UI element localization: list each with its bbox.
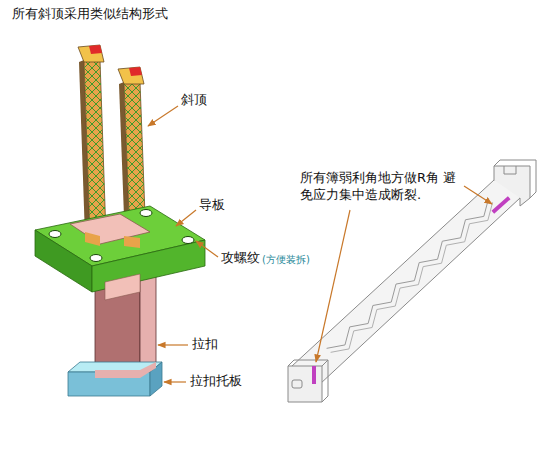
leader-line [316, 210, 350, 362]
pull-base-plate [68, 362, 162, 396]
leader-line [196, 241, 218, 257]
leaders [148, 106, 492, 382]
fillet-mark [491, 196, 510, 214]
lifter-hatch [84, 60, 106, 236]
leader-line [176, 210, 196, 226]
leader-line [164, 381, 186, 382]
screw-hole [140, 210, 152, 217]
part-label: 斜顶 [181, 92, 207, 109]
lifter-foot-top [288, 360, 328, 366]
screw-hole [182, 237, 194, 244]
lifter-detail [288, 160, 536, 402]
screw-hole [90, 255, 102, 262]
part-label: 拉扣 [192, 336, 218, 353]
leader-line [158, 344, 188, 345]
lifter-head [118, 67, 144, 84]
lifter-foot-side [322, 360, 328, 402]
lifter-stub [85, 232, 100, 246]
screw-hole [49, 231, 61, 238]
lifter-foot [288, 366, 322, 402]
lifter-groove [331, 202, 493, 352]
lifter-notch [504, 166, 516, 174]
lifter-tip [129, 67, 142, 76]
lifter-stub [124, 236, 140, 248]
lifter-slot [292, 380, 302, 388]
part-label: 导板 [199, 197, 225, 214]
note-text: 所有簿弱利角地方做R角 避免应力集中造成断裂. [300, 170, 460, 204]
title-text: 所有斜顶采用类似结构形式 [12, 6, 168, 23]
lifter-head-top [494, 160, 536, 198]
lifter-head [494, 166, 530, 206]
note-text: (方便装拆) [262, 253, 310, 266]
lifter-tip [89, 45, 102, 54]
part-label: 拉扣托板 [190, 373, 242, 390]
pull-slot [105, 274, 140, 300]
leader-line [464, 186, 492, 204]
part-label: 攻螺纹 [221, 250, 260, 267]
lifter-head [78, 45, 104, 62]
plate-left [35, 230, 92, 292]
pull-block-foot [95, 362, 156, 378]
lifter-body [292, 180, 520, 384]
leader-line [148, 106, 178, 126]
lifter-left [78, 45, 106, 237]
lifter-groove [327, 198, 489, 348]
fillet-mark [312, 366, 316, 384]
lifter-face [84, 60, 106, 236]
guide-plate [35, 206, 205, 300]
